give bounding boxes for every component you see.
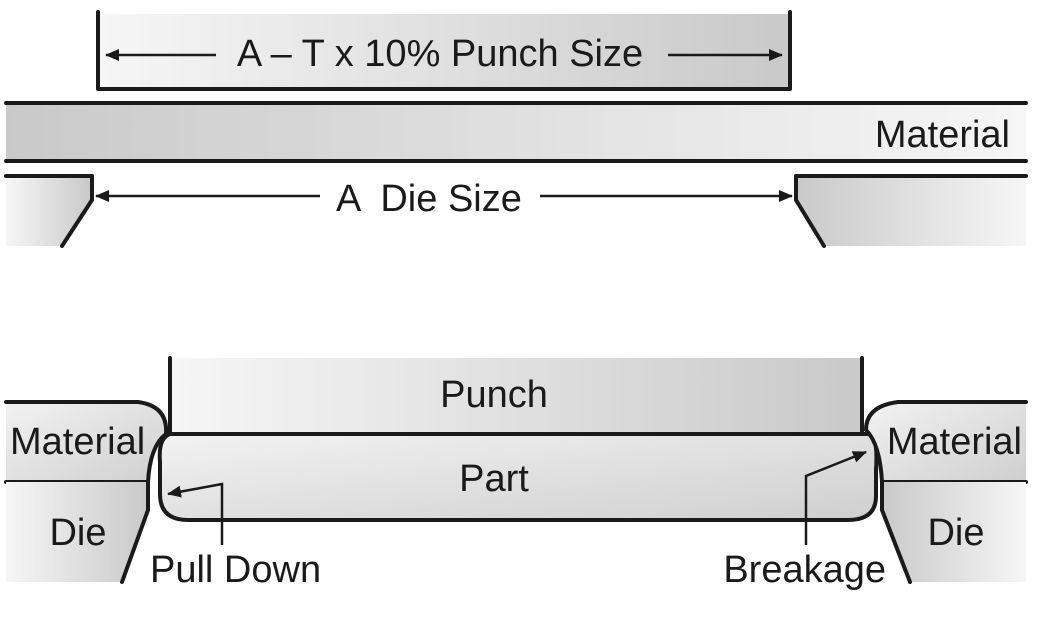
pull-down-callout: Pull Down — [150, 482, 321, 591]
punch-size-bracket — [96, 10, 792, 91]
die-right-bottom: Die — [880, 480, 1026, 584]
punch: Punch — [168, 356, 864, 436]
die-left-top-outline — [4, 174, 94, 248]
die-right-top — [794, 174, 1028, 248]
die-left-top-fill — [6, 176, 92, 246]
material-label-left: Material — [10, 421, 145, 463]
material-right-fill — [866, 402, 1026, 482]
die-size-dimension: A Die Size — [95, 178, 793, 220]
material-left: Material — [4, 400, 169, 484]
breakage-leader — [804, 450, 867, 545]
part-fill — [159, 434, 877, 520]
die-label-right: Die — [927, 512, 984, 554]
punch-label: Punch — [440, 374, 548, 416]
punch-size-fill — [98, 14, 790, 89]
die-right-bottom-outline — [880, 480, 912, 584]
die-right-top-outline — [794, 174, 1028, 248]
die-size-label: A Die Size — [336, 178, 522, 220]
pull-down-leader — [167, 482, 224, 545]
material-right-outline — [864, 400, 1028, 484]
material-label-top: Material — [875, 114, 1010, 156]
breakage-label: Breakage — [723, 549, 886, 591]
punch-size-dimension: A – T x 10% Punch Size — [96, 10, 792, 91]
die-left-top — [4, 174, 94, 248]
pull-down-label: Pull Down — [150, 549, 321, 591]
material-label-right: Material — [887, 421, 1022, 463]
punch-sides — [168, 356, 864, 436]
die-left-bottom-fill — [6, 482, 148, 582]
die-label-left: Die — [49, 512, 106, 554]
material-strip-fill — [6, 103, 1026, 161]
punch-size-label: A – T x 10% Punch Size — [237, 33, 643, 75]
die-left-bottom: Die — [6, 480, 150, 584]
part: Part — [157, 432, 879, 522]
die-right-top-fill — [796, 176, 1026, 246]
breakage-callout: Breakage — [723, 450, 886, 591]
die-right-bottom-fill — [882, 482, 1026, 582]
material-left-outline — [4, 400, 169, 484]
material-left-fill — [6, 402, 167, 482]
die-left-bottom-outline — [120, 480, 150, 584]
material-strip: Material — [4, 101, 1028, 163]
part-label: Part — [459, 458, 529, 500]
material-right: Material — [864, 400, 1028, 484]
punch-fill — [170, 358, 862, 434]
